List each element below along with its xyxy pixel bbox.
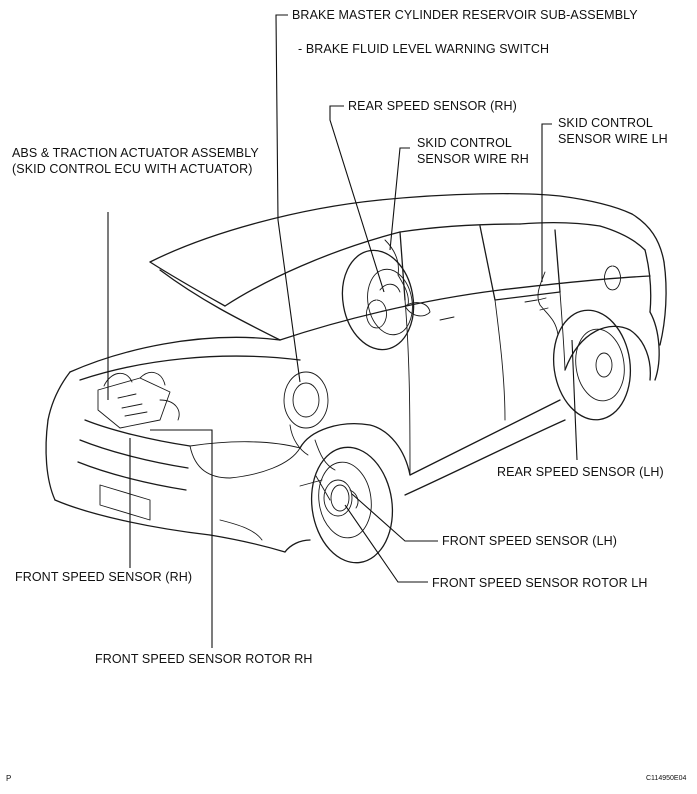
- label-skid-wire-rh-line2: SENSOR WIRE RH: [417, 152, 529, 166]
- leader-lines: [107, 14, 578, 648]
- wheels: [310, 249, 632, 564]
- rear-rh-sensor-graphic: [366, 239, 409, 329]
- label-rear-sensor-rh: REAR SPEED SENSOR (RH): [348, 99, 517, 113]
- master-cylinder-graphic: [283, 371, 336, 471]
- leader-skid-wire-lh: [541, 123, 552, 282]
- label-front-sensor-rh: FRONT SPEED SENSOR (RH): [15, 570, 193, 584]
- leader-skid-wire-rh: [389, 147, 410, 251]
- label-skid-wire-rh-line1: SKID CONTROL: [417, 136, 512, 150]
- rear-lh-sensor-graphic: [537, 271, 559, 336]
- label-rear-sensor-lh: REAR SPEED SENSOR (LH): [497, 465, 664, 479]
- abs-actuator-graphic: [97, 371, 180, 429]
- label-front-rotor-rh: FRONT SPEED SENSOR ROTOR RH: [95, 652, 313, 666]
- leader-front-rotor-rh: [150, 429, 213, 648]
- label-front-rotor-lh: FRONT SPEED SENSOR ROTOR LH: [432, 576, 648, 590]
- label-master-cylinder: BRAKE MASTER CYLINDER RESERVOIR SUB-ASSE…: [292, 8, 638, 22]
- leader-master-cylinder: [275, 14, 301, 383]
- leader-rear-sensor-rh: [329, 105, 385, 293]
- leader-front-sensor-lh: [351, 493, 438, 542]
- label-front-sensor-lh: FRONT SPEED SENSOR (LH): [442, 534, 618, 548]
- label-skid-wire-lh-line1: SKID CONTROL: [558, 116, 653, 130]
- leader-front-rotor-lh: [344, 504, 428, 583]
- label-fluid-switch: - BRAKE FLUID LEVEL WARNING SWITCH: [298, 42, 550, 56]
- figure-code: C114950E04: [646, 775, 687, 782]
- label-skid-wire-lh-line2: SENSOR WIRE LH: [558, 132, 668, 146]
- label-abs-actuator-line1: ABS & TRACTION ACTUATOR ASSEMBLY: [12, 146, 259, 160]
- footer-left-mark: P: [6, 774, 12, 783]
- leader-rear-sensor-lh: [571, 339, 578, 461]
- label-abs-actuator-line2: (SKID CONTROL ECU WITH ACTUATOR): [12, 162, 253, 176]
